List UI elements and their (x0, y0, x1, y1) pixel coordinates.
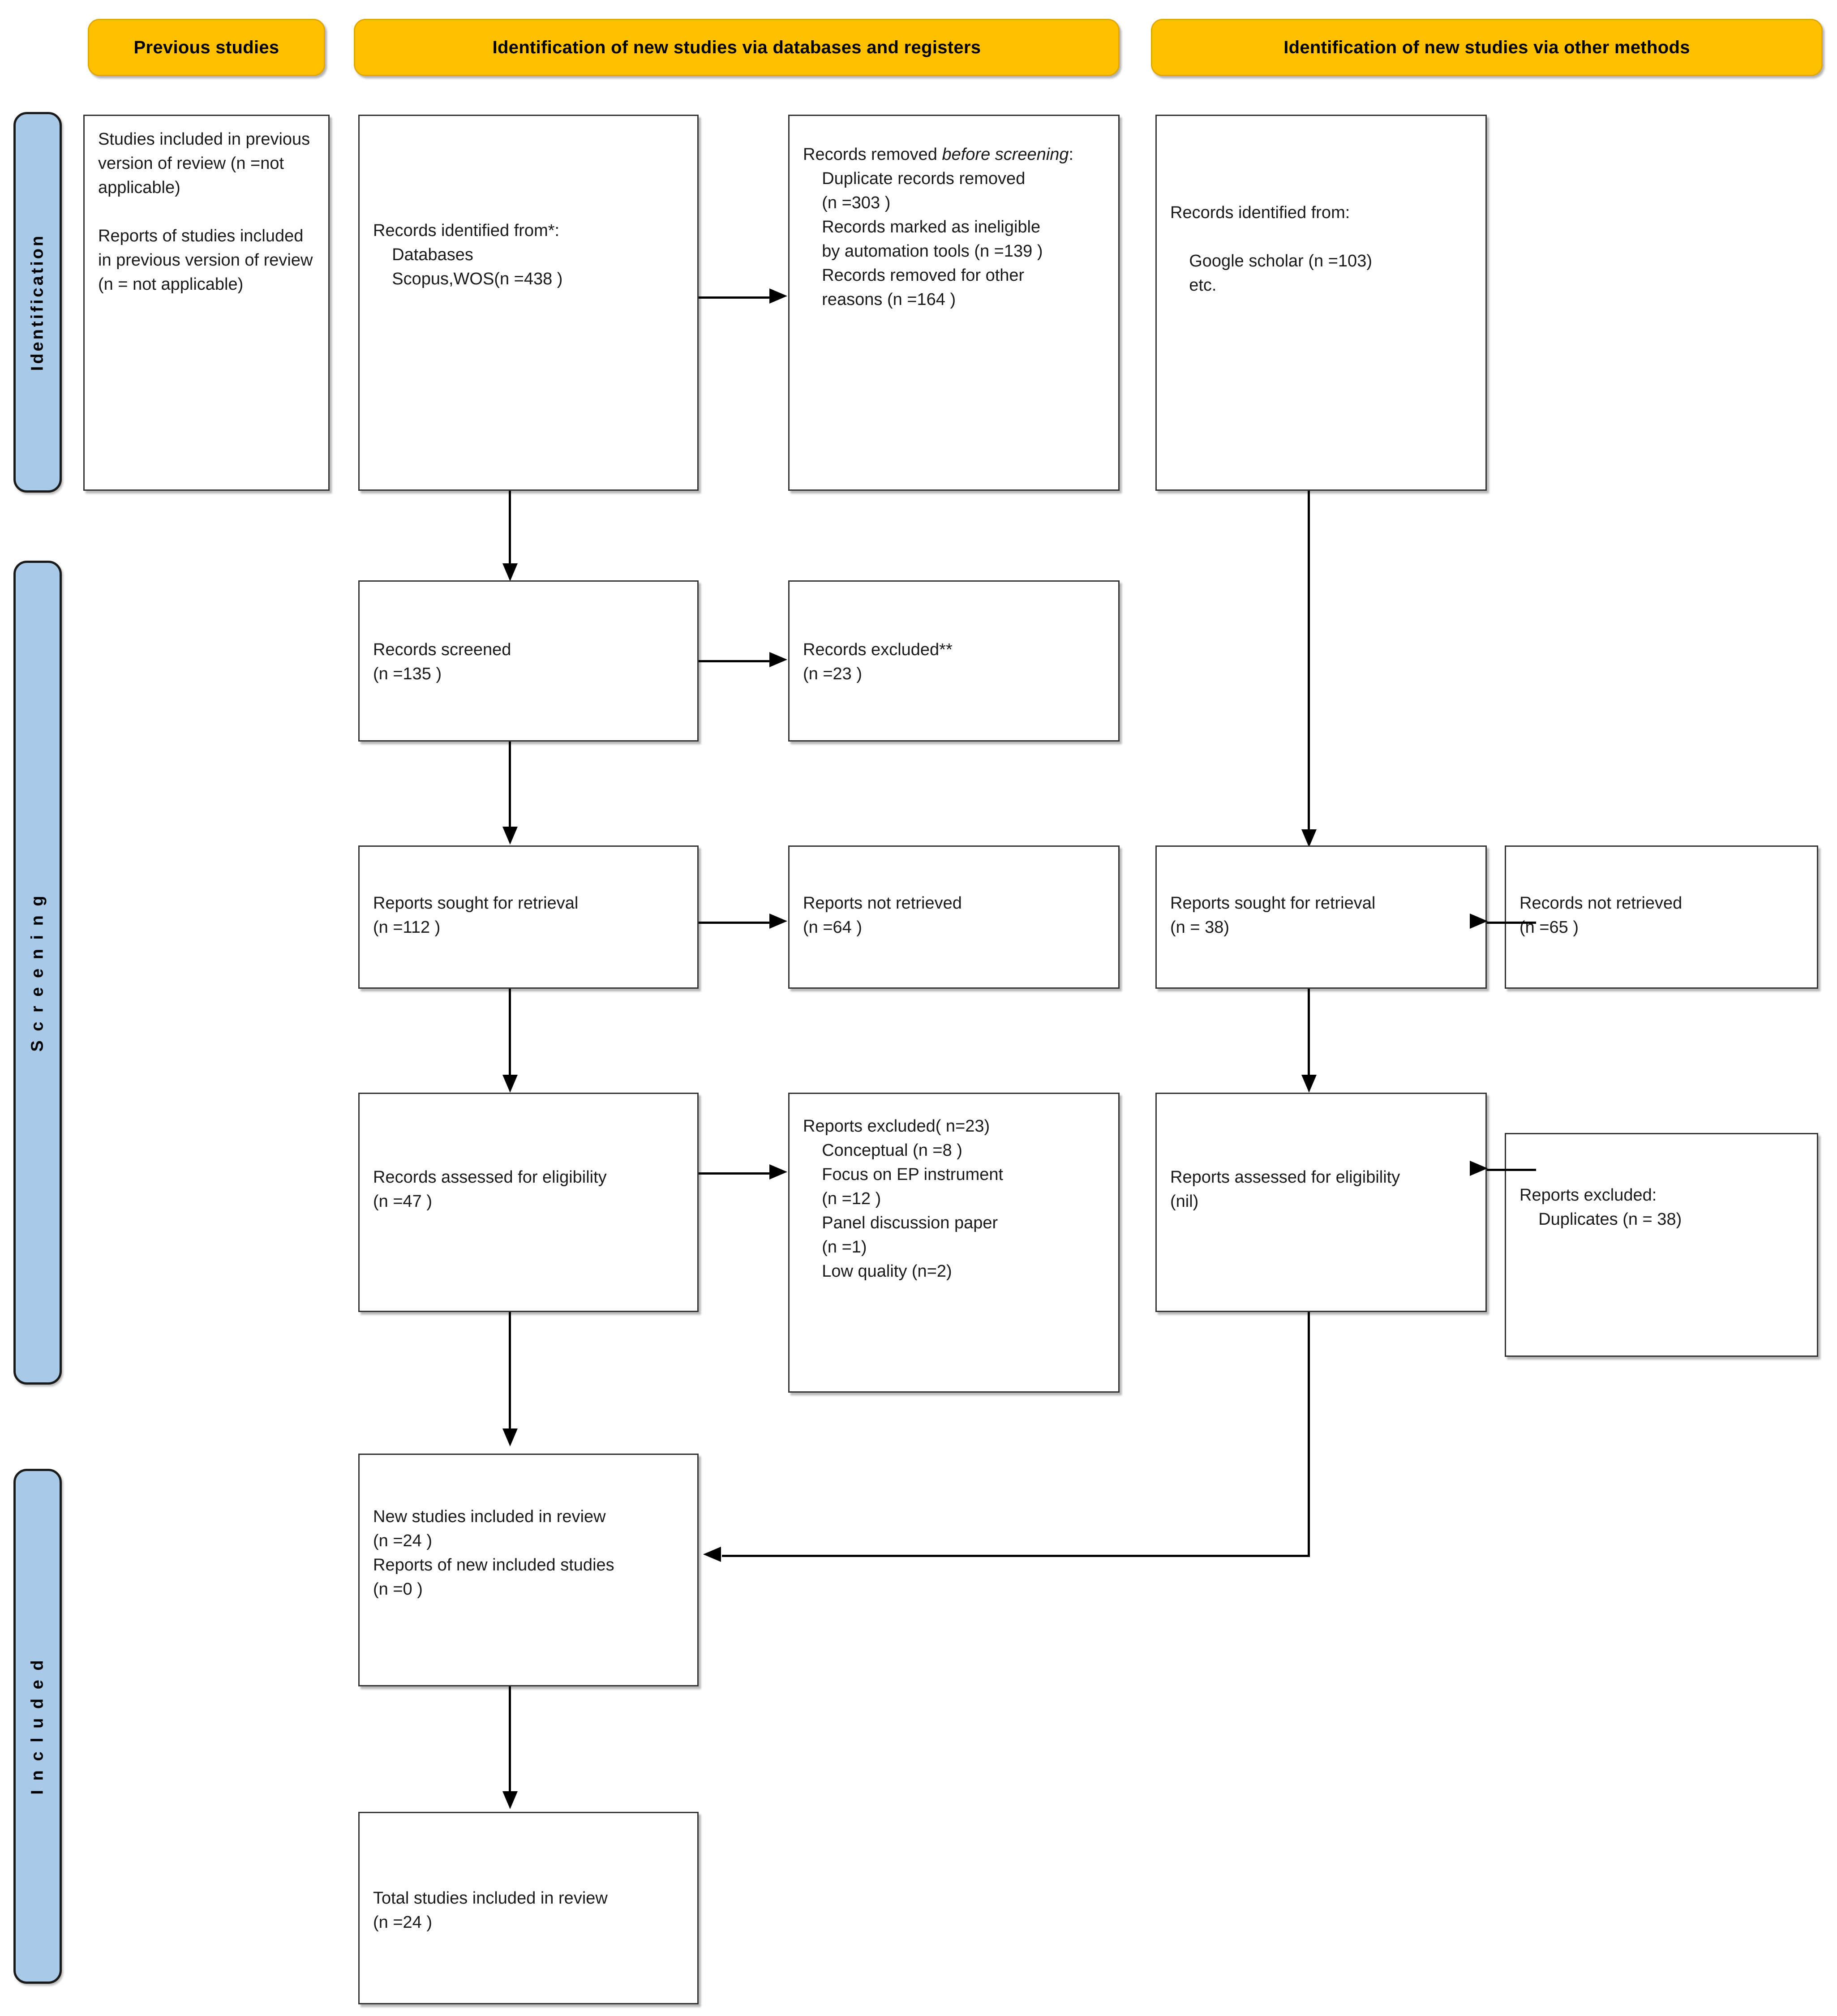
box-records-identified-databases: Records identified from*: Databases Scop… (358, 115, 699, 491)
connector-assessed-to-excluded-db (699, 1172, 770, 1175)
connector-screened-to-excluded (699, 660, 770, 662)
box-records-assessed-eligibility-databases: Records assessed for eligibility (n =47 … (358, 1093, 699, 1312)
banner-previous-studies: Previous studies (88, 19, 325, 76)
connector-sought-to-assessed-db (509, 989, 511, 1077)
arrowhead-sought-to-assessed-other (1301, 1075, 1317, 1093)
connector-assessed-to-newstudies (509, 1312, 511, 1433)
box-previous-studies: Studies included in previous version of … (83, 115, 330, 491)
banner-identification-other-methods: Identification of new studies via other … (1151, 19, 1823, 76)
arrowhead-screened-to-excluded (769, 652, 787, 667)
connector-sought-to-notretrieved-other (1487, 922, 1536, 924)
arrowhead-sought-to-assessed-db (502, 1075, 518, 1093)
banner-identification-other-methods-label: Identification of new studies via other … (1283, 37, 1690, 57)
arrowhead-other-identified-to-sought (1301, 829, 1317, 847)
box-records-removed-before-screening: Records removed before screening: Duplic… (788, 115, 1120, 491)
stage-label-screening: S c r e e n i n g (13, 561, 62, 1385)
connector-identified-to-screened (509, 491, 511, 579)
connector-other-assessed-left-into-newstudies (722, 1555, 1310, 1557)
connector-other-assessed-down (1308, 1312, 1310, 1556)
arrowhead-identified-to-screened (502, 563, 518, 581)
box-records-screened: Records screened (n =135 ) (358, 580, 699, 742)
before-screening-emphasis: before screening (942, 145, 1069, 164)
arrowhead-assessed-to-newstudies (502, 1428, 518, 1446)
box-total-studies-included: Total studies included in review (n =24 … (358, 1812, 699, 2004)
box-reports-not-retrieved-databases: Reports not retrieved (n =64 ) (788, 845, 1120, 989)
connector-sought-to-assessed-other (1308, 989, 1310, 1077)
box-reports-assessed-eligibility-other-methods: Reports assessed for eligibility (nil) (1155, 1093, 1487, 1312)
box-new-studies-included: New studies included in review (n =24 ) … (358, 1454, 699, 1686)
arrowhead-identified-to-removed (769, 288, 787, 304)
banner-identification-databases: Identification of new studies via databa… (354, 19, 1120, 76)
stage-label-identification: Identification (13, 112, 62, 493)
box-reports-excluded-other-methods: Reports excluded: Duplicates (n = 38) (1505, 1133, 1818, 1357)
connector-other-identified-to-sought (1308, 491, 1310, 845)
stage-label-identification-text: Identification (28, 233, 47, 371)
connector-screened-to-sought (509, 742, 511, 829)
connector-sought-to-notretrieved-db (699, 922, 770, 924)
box-records-identified-other-methods: Records identified from: Google scholar … (1155, 115, 1487, 491)
arrowhead-screened-to-sought (502, 827, 518, 845)
banner-previous-studies-label: Previous studies (133, 37, 279, 57)
stage-label-screening-text: S c r e e n i n g (28, 893, 47, 1052)
box-reports-sought-databases: Reports sought for retrieval (n =112 ) (358, 845, 699, 989)
connector-assessed-to-excluded-other (1487, 1169, 1536, 1171)
connector-identified-to-removed (699, 296, 770, 299)
arrowhead-assessed-to-excluded-other (1470, 1161, 1488, 1176)
arrowhead-assessed-to-excluded-db (769, 1164, 787, 1180)
banner-identification-databases-label: Identification of new studies via databa… (492, 37, 981, 57)
box-reports-sought-other-methods: Reports sought for retrieval (n = 38) (1155, 845, 1487, 989)
box-reports-excluded-databases: Reports excluded( n=23) Conceptual (n =8… (788, 1093, 1120, 1393)
stage-label-included-text: I n c l u d e d (28, 1658, 47, 1795)
arrowhead-sought-to-notretrieved-other (1470, 914, 1488, 929)
box-records-not-retrieved-other-methods: Records not retrieved (n =65 ) (1505, 845, 1818, 989)
arrowhead-newstudies-to-total (502, 1791, 518, 1809)
stage-label-included: I n c l u d e d (13, 1469, 62, 1984)
arrowhead-other-assessed-into-newstudies (703, 1547, 721, 1562)
arrowhead-sought-to-notretrieved-db (769, 914, 787, 929)
box-records-excluded: Records excluded** (n =23 ) (788, 580, 1120, 742)
connector-newstudies-to-total (509, 1686, 511, 1798)
